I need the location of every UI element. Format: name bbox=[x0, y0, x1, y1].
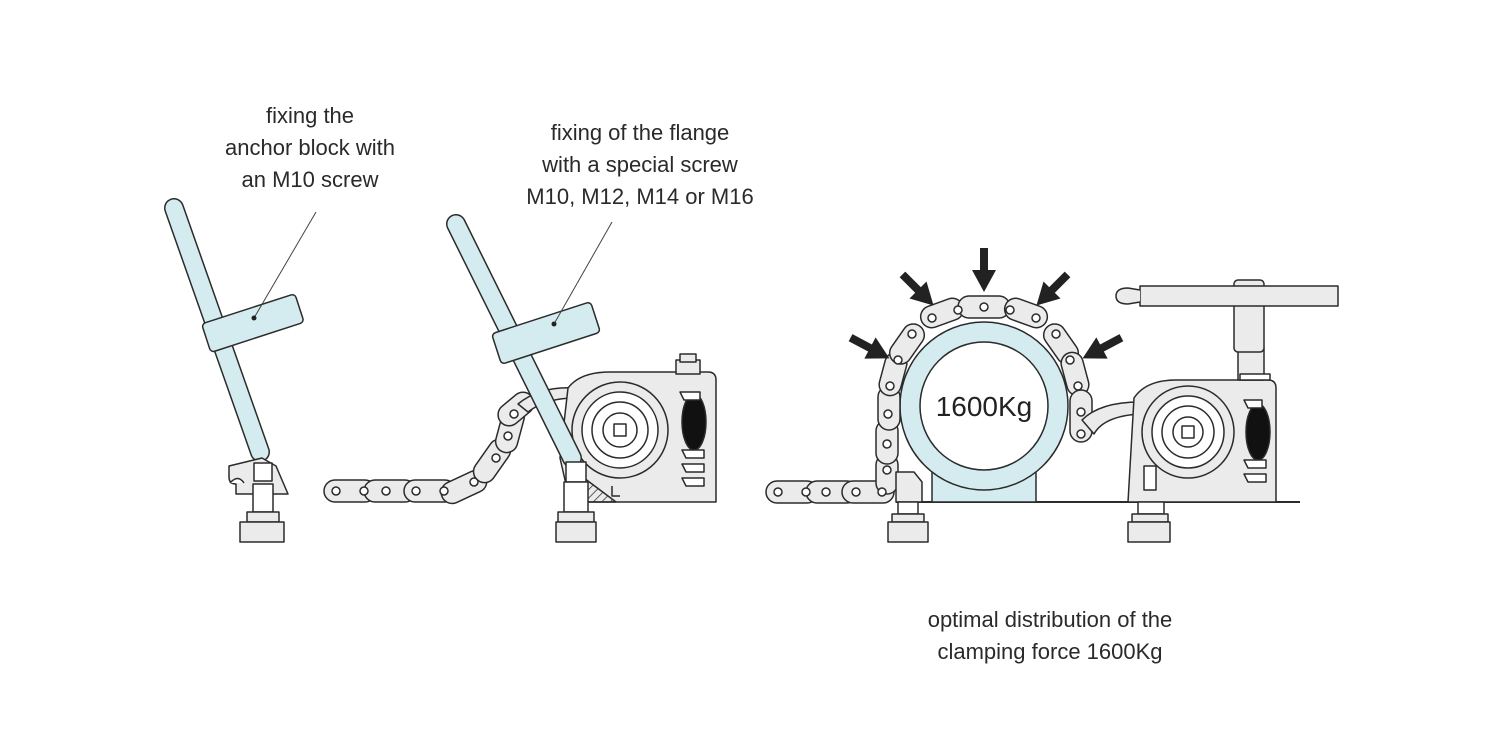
anchor-leader-line bbox=[253, 211, 317, 319]
t-handle-right bbox=[1115, 279, 1339, 381]
force-label-line-2: clamping force 1600Kg bbox=[937, 639, 1163, 664]
pipe-clamping-assembly: 1600Kg bbox=[765, 248, 1339, 543]
arrow-right-low-icon bbox=[1082, 334, 1124, 359]
force-arrows bbox=[848, 248, 1124, 359]
flange-label-line-2: with a special screw bbox=[542, 152, 738, 177]
anchor-block-right bbox=[887, 471, 929, 543]
anchor-label-line-2: anchor block with bbox=[225, 135, 395, 160]
anchor-block-label: fixing the anchor block with an M10 scre… bbox=[190, 100, 430, 196]
flange-leader-line bbox=[553, 221, 613, 325]
chain-wrapped bbox=[765, 295, 1093, 504]
anchor-label-line-1: fixing the bbox=[265, 103, 355, 128]
t-wrench-1 bbox=[164, 198, 304, 462]
flange-screw bbox=[555, 461, 597, 543]
t-wrench-2 bbox=[446, 214, 601, 468]
flange-label-line-3: M10, M12, M14 or M16 bbox=[526, 184, 754, 209]
anchor-block-assembly bbox=[164, 198, 317, 543]
arrow-diagonal-left-icon bbox=[899, 271, 934, 306]
arrow-diagonal-right-icon bbox=[1036, 271, 1071, 306]
pipe-cross-section bbox=[899, 321, 1069, 491]
arrow-left-low-icon bbox=[848, 334, 890, 359]
load-value: 1600Kg bbox=[936, 391, 1033, 422]
tensioner-housing-1 bbox=[559, 353, 717, 503]
flange-label-line-1: fixing of the flange bbox=[550, 120, 730, 145]
arrow-down-icon bbox=[972, 248, 996, 292]
force-label-line-1: optimal distribution of the bbox=[927, 607, 1173, 632]
force-distribution-label: optimal distribution of the clamping for… bbox=[880, 604, 1220, 668]
flange-label: fixing of the flange with a special scre… bbox=[480, 117, 800, 213]
chain-horizontal-1 bbox=[323, 391, 535, 505]
anchor-label-line-3: an M10 screw bbox=[241, 167, 379, 192]
anchor-block bbox=[228, 457, 289, 543]
flange-assembly bbox=[323, 214, 717, 543]
tensioner-housing-2 bbox=[1081, 379, 1277, 543]
